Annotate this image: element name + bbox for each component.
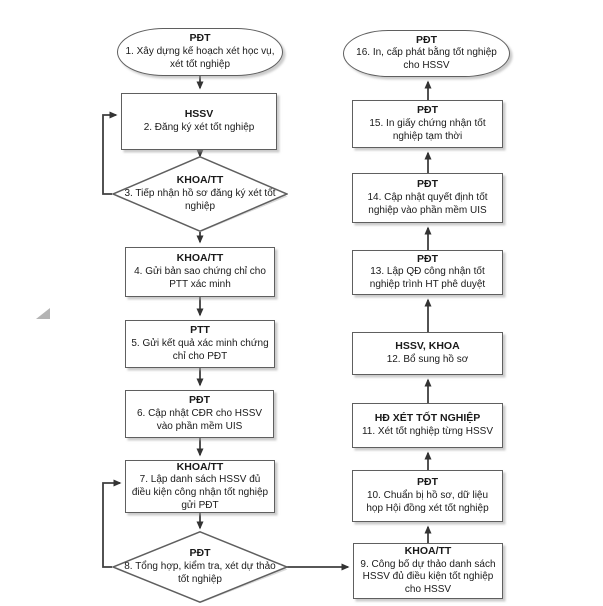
flow-node-15-process: PĐT 15. In giấy chứng nhận tốt nghiệp tạ… <box>352 100 503 148</box>
diamond-shape <box>112 156 288 232</box>
node-1-label: 1. Xây dựng kế hoạch xét học vụ, xét tốt… <box>125 45 275 70</box>
flow-node-11-process: HĐ XÉT TỐT NGHIỆP 11. Xét tốt nghiệp từn… <box>352 403 503 448</box>
flow-node-16-terminator: PĐT 16. In, cấp phát bằng tốt nghiệp cho… <box>343 30 510 77</box>
node-14-actor: PĐT <box>417 178 438 191</box>
flow-node-2-process: HSSV 2. Đăng ký xét tốt nghiệp <box>121 93 277 150</box>
node-7-actor: KHOA/TT <box>176 460 224 473</box>
node-13-actor: PĐT <box>417 252 438 265</box>
node-10-label: 10. Chuẩn bị hồ sơ, dữ liệu họp Hội đồng… <box>366 489 489 514</box>
node-9-actor: KHOA/TT <box>404 545 452 558</box>
flow-node-7-process: KHOA/TT 7. Lập danh sách HSSV đủ điều ki… <box>125 460 275 513</box>
node-2-label: 2. Đăng ký xét tốt nghiệp <box>143 121 255 133</box>
node-1-actor: PĐT <box>189 32 211 45</box>
diamond-shape <box>112 531 288 603</box>
node-13-label: 13. Lập QĐ công nhận tốt nghiệp trình HT… <box>369 266 486 291</box>
node-11-actor: HĐ XÉT TỐT NGHIỆP <box>374 412 481 425</box>
node-5-label: 5. Gửi kết quả xác minh chứng chỉ cho PĐ… <box>131 337 269 362</box>
node-5-actor: PTT <box>190 324 210 337</box>
flow-node-10-process: PĐT 10. Chuẩn bị hồ sơ, dữ liệu họp Hội … <box>352 470 503 522</box>
node-3-actor: KHOA/TT <box>176 174 224 187</box>
flow-node-6-process: PĐT 6. Cập nhật CĐR cho HSSV vào phần mề… <box>125 390 274 438</box>
flow-node-1-terminator: PĐT 1. Xây dựng kế hoạch xét học vụ, xét… <box>117 28 283 76</box>
node-16-actor: PĐT <box>416 33 437 46</box>
node-16-label: 16. In, cấp phát bằng tốt nghiệp cho HSS… <box>356 47 497 72</box>
node-9-label: 9. Công bố dự thảo danh sách HSSV đủ điề… <box>360 558 496 596</box>
flow-node-14-process: PĐT 14. Cập nhật quyết định tốt nghiệp v… <box>352 173 503 223</box>
node-4-label: 4. Gửi bản sao chứng chỉ cho PTT xác min… <box>134 265 266 290</box>
flow-node-13-process: PĐT 13. Lập QĐ công nhận tốt nghiệp trìn… <box>352 250 503 295</box>
node-11-label: 11. Xét tốt nghiệp từng HSSV <box>361 425 494 437</box>
node-3-label: 3. Tiếp nhận hồ sơ đăng ký xét tốt nghiệ… <box>124 187 276 212</box>
node-4-actor: KHOA/TT <box>176 252 224 265</box>
flow-node-4-process: KHOA/TT 4. Gửi bản sao chứng chỉ cho PTT… <box>125 247 275 297</box>
flow-node-9-process: KHOA/TT 9. Công bố dự thảo danh sách HSS… <box>353 543 503 599</box>
node-7-label: 7. Lập danh sách HSSV đủ điều kiện công … <box>131 474 269 511</box>
node-10-actor: PĐT <box>417 476 438 489</box>
node-6-label: 6. Cập nhật CĐR cho HSSV vào phần mềm UI… <box>136 407 263 432</box>
flow-node-12-process: HSSV, KHOA 12. Bổ sung hồ sơ <box>352 332 503 375</box>
node-14-label: 14. Cập nhật quyết định tốt nghiệp vào p… <box>367 191 488 216</box>
node-8-label: 8. Tổng hợp, kiểm tra, xét dự thảo tốt n… <box>124 560 276 585</box>
flow-node-5-process: PTT 5. Gửi kết quả xác minh chứng chỉ ch… <box>125 320 275 368</box>
node-12-actor: HSSV, KHOA <box>395 340 460 353</box>
node-15-actor: PĐT <box>417 104 438 117</box>
node-6-actor: PĐT <box>189 394 210 407</box>
gray-triangle-artifact <box>36 308 50 319</box>
flow-node-3-decision: KHOA/TT 3. Tiếp nhận hồ sơ đăng ký xét t… <box>112 156 288 232</box>
node-12-label: 12. Bổ sung hồ sơ <box>386 353 469 365</box>
node-8-actor: PĐT <box>189 547 211 560</box>
node-2-actor: HSSV <box>184 108 214 121</box>
node-15-label: 15. In giấy chứng nhận tốt nghiệp tạm th… <box>369 117 486 142</box>
flow-node-8-decision: PĐT 8. Tổng hợp, kiểm tra, xét dự thảo t… <box>112 531 288 603</box>
